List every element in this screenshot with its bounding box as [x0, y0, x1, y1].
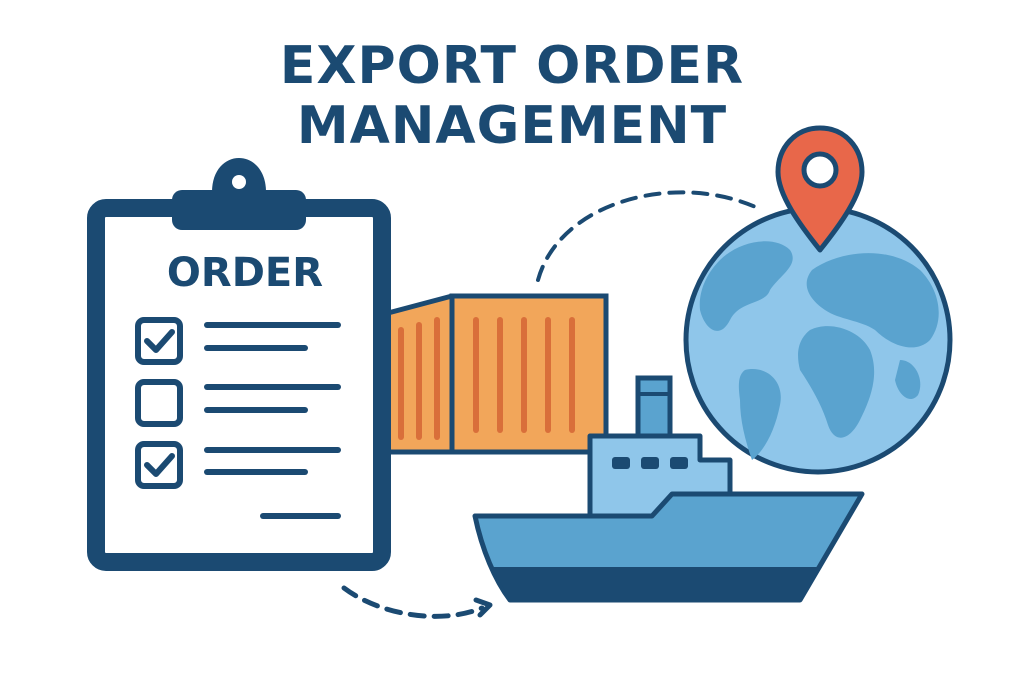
checkbox-2[interactable] [135, 379, 183, 427]
dashed-route-arrow [341, 585, 493, 619]
checkbox-1[interactable] [135, 317, 183, 365]
title-line-1: EXPORT ORDER [279, 36, 745, 96]
location-pin-icon [775, 125, 865, 253]
page-title: EXPORT ORDER MANAGEMENT [0, 36, 1024, 156]
clipboard-heading: ORDER [166, 250, 324, 296]
checkbox-3[interactable] [135, 441, 183, 489]
dashed-route-top [536, 190, 764, 282]
shipping-container-icon [385, 293, 609, 455]
title-line-2: MANAGEMENT [296, 96, 728, 156]
checklist [135, 317, 341, 519]
cargo-ship-icon [472, 375, 865, 603]
